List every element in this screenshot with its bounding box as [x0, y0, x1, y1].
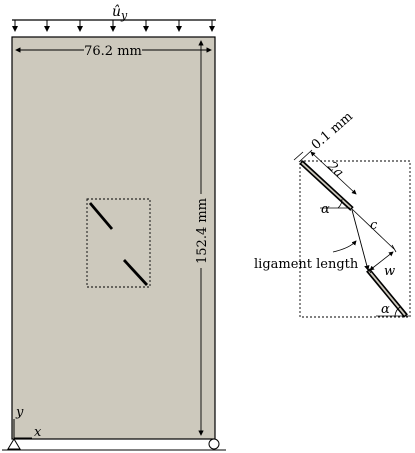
roller-support: [208, 438, 220, 450]
slit-width-tick-2: [298, 149, 313, 163]
pin-support: [7, 438, 21, 450]
slit-width-tick: [293, 151, 304, 161]
angle-label-bottom: α: [381, 302, 390, 317]
slit-width-label: 0.1 mm: [309, 109, 356, 153]
gap-dim: [369, 251, 394, 271]
offset-label: c: [370, 218, 378, 233]
ligament-pointer: [332, 240, 357, 253]
gap-label: w: [384, 264, 395, 279]
angle-arc-bottom: [394, 306, 401, 317]
axis-y-label: y: [15, 405, 24, 420]
load-arrows: [12, 20, 215, 32]
crack-length-dim: [310, 151, 357, 195]
height-label: 152.4 mm: [195, 198, 210, 264]
gap-tick-top: [391, 244, 397, 253]
specimen-plate: [11, 36, 216, 440]
ligament-line: [351, 209, 370, 271]
ligament-label: ligament length: [254, 257, 359, 272]
load-label: ûy: [112, 4, 128, 22]
axis-x-label: x: [34, 425, 42, 440]
detail-box: [299, 160, 411, 318]
offset-line: [351, 208, 395, 250]
upper-crack: [88, 202, 114, 230]
angle-label-top: α: [321, 202, 330, 217]
crack-region-box: [86, 198, 151, 288]
width-label: 76.2 mm: [84, 44, 142, 59]
crack-length-label: 2a: [324, 158, 347, 181]
lower-crack: [122, 259, 149, 286]
angle-arc-top: [337, 198, 343, 209]
